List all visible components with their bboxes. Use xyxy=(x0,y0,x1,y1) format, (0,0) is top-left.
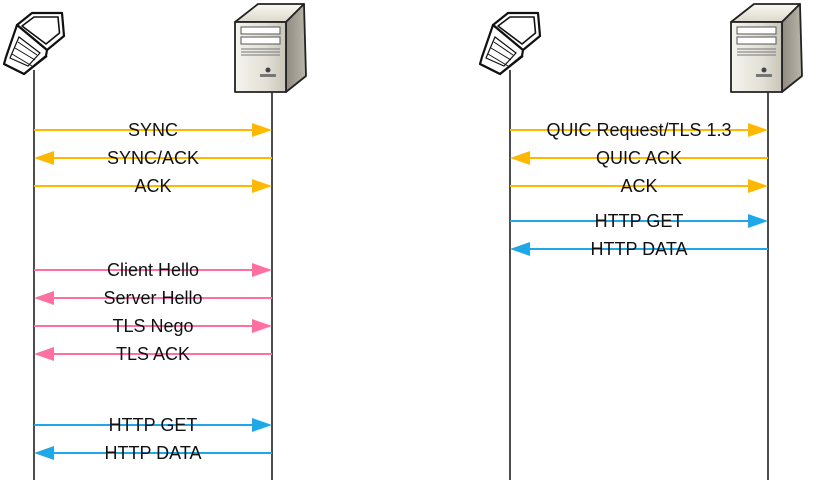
message-arrows xyxy=(34,123,768,460)
left-arrowhead-3 xyxy=(252,263,272,277)
left-message-label-2: ACK xyxy=(134,176,171,196)
right-client-laptop-icon xyxy=(478,11,542,76)
left-arrowhead-4 xyxy=(34,291,54,305)
right-arrowhead-1 xyxy=(510,151,530,165)
left-message-label-3: Client Hello xyxy=(107,260,199,280)
left-arrowhead-2 xyxy=(252,179,272,193)
right-message-label-2: ACK xyxy=(620,176,657,196)
right-message-label-3: HTTP GET xyxy=(595,211,684,231)
right-arrowhead-0 xyxy=(748,123,768,137)
left-server-tower-icon xyxy=(234,3,307,93)
left-arrowhead-7 xyxy=(252,418,272,432)
left-message-label-1: SYNC/ACK xyxy=(107,148,199,168)
left-message-label-7: HTTP GET xyxy=(109,415,198,435)
right-arrowhead-2 xyxy=(748,179,768,193)
right-arrowhead-4 xyxy=(510,242,530,256)
left-message-label-4: Server Hello xyxy=(103,288,202,308)
left-arrowhead-6 xyxy=(34,347,54,361)
right-message-label-0: QUIC Request/TLS 1.3 xyxy=(546,120,731,140)
left-message-label-6: TLS ACK xyxy=(116,344,190,364)
right-arrowhead-3 xyxy=(748,214,768,228)
right-message-label-4: HTTP DATA xyxy=(590,239,687,259)
right-server-tower-icon xyxy=(730,3,803,93)
left-arrowhead-1 xyxy=(34,151,54,165)
left-arrowhead-8 xyxy=(34,446,54,460)
left-arrowhead-5 xyxy=(252,319,272,333)
left-message-label-8: HTTP DATA xyxy=(104,443,201,463)
left-message-label-0: SYNC xyxy=(128,120,178,140)
left-client-laptop-icon xyxy=(2,11,66,76)
left-arrowhead-0 xyxy=(252,123,272,137)
left-message-label-5: TLS Nego xyxy=(112,316,193,336)
right-message-label-1: QUIC ACK xyxy=(596,148,682,168)
